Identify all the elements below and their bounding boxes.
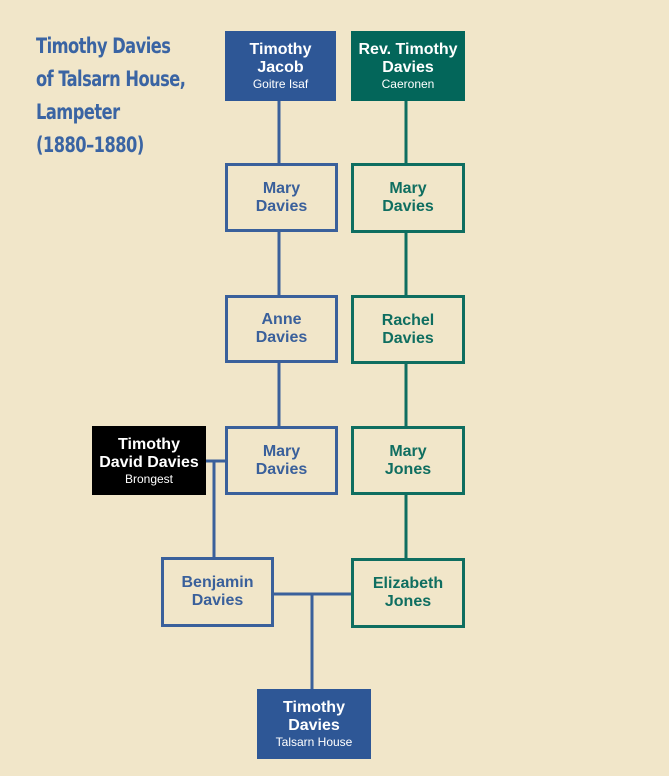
- title-line-3: Lampeter: [36, 100, 120, 124]
- person-place: Caeronen: [381, 77, 435, 91]
- person-elizabeth-jones: Elizabeth Jones: [351, 558, 465, 628]
- person-name-line: Timothy: [249, 41, 312, 58]
- person-rachel-davies: Rachel Davies: [351, 295, 465, 364]
- person-name-line: Davies: [382, 59, 434, 76]
- person-timothy-jacob: Timothy Jacob Goitre Isaf: [225, 31, 336, 101]
- person-name-line: Davies: [382, 329, 434, 347]
- person-anne-davies: Anne Davies: [225, 295, 338, 363]
- title-line-4: (1880–1880): [36, 133, 144, 157]
- person-timothy-davies-subject: Timothy Davies Talsarn House: [257, 689, 371, 759]
- person-name-line: Mary: [389, 442, 427, 460]
- person-timothy-david-davies: Timothy David Davies Brongest: [92, 426, 206, 495]
- person-mary-davies-3: Mary Davies: [225, 426, 338, 495]
- person-place: Goitre Isaf: [252, 77, 309, 91]
- person-name-line: Jacob: [257, 59, 304, 76]
- person-name-line: Benjamin: [181, 574, 254, 591]
- person-name-line: Rev. Timothy: [358, 41, 458, 58]
- person-place: Talsarn House: [275, 735, 353, 749]
- person-name-line: Jones: [384, 460, 432, 478]
- person-name-line: Davies: [191, 592, 244, 609]
- person-benjamin-davies: Benjamin Davies: [161, 557, 274, 627]
- person-mary-davies-1: Mary Davies: [225, 163, 338, 232]
- person-place: Brongest: [124, 471, 174, 486]
- person-name-line: Timothy: [283, 699, 345, 716]
- person-name-line: Mary: [262, 442, 301, 460]
- person-name-line: Jones: [384, 593, 432, 610]
- page-title: Timothy Davies of Talsarn House, Lampete…: [36, 30, 199, 162]
- person-mary-jones: Mary Jones: [351, 426, 465, 495]
- person-name-line: Davies: [382, 198, 434, 215]
- person-name-line: Anne: [261, 311, 302, 328]
- person-name-line: Davies: [255, 460, 308, 478]
- person-name-line: Davies: [255, 197, 308, 215]
- person-name-line: Mary: [389, 180, 427, 197]
- person-name-line: Rachel: [381, 311, 435, 329]
- person-name-line: Davies: [288, 717, 340, 734]
- person-name-line: David Davies: [99, 453, 199, 471]
- person-rev-timothy-davies: Rev. Timothy Davies Caeronen: [351, 31, 465, 101]
- person-mary-davies-2: Mary Davies: [351, 163, 465, 233]
- person-name-line: Davies: [255, 329, 308, 346]
- title-line-2: of Talsarn House,: [36, 67, 186, 91]
- person-name-line: Timothy: [118, 435, 180, 453]
- title-line-1: Timothy Davies: [36, 34, 171, 58]
- person-name-line: Mary: [262, 179, 301, 197]
- person-name-line: Elizabeth: [372, 575, 444, 592]
